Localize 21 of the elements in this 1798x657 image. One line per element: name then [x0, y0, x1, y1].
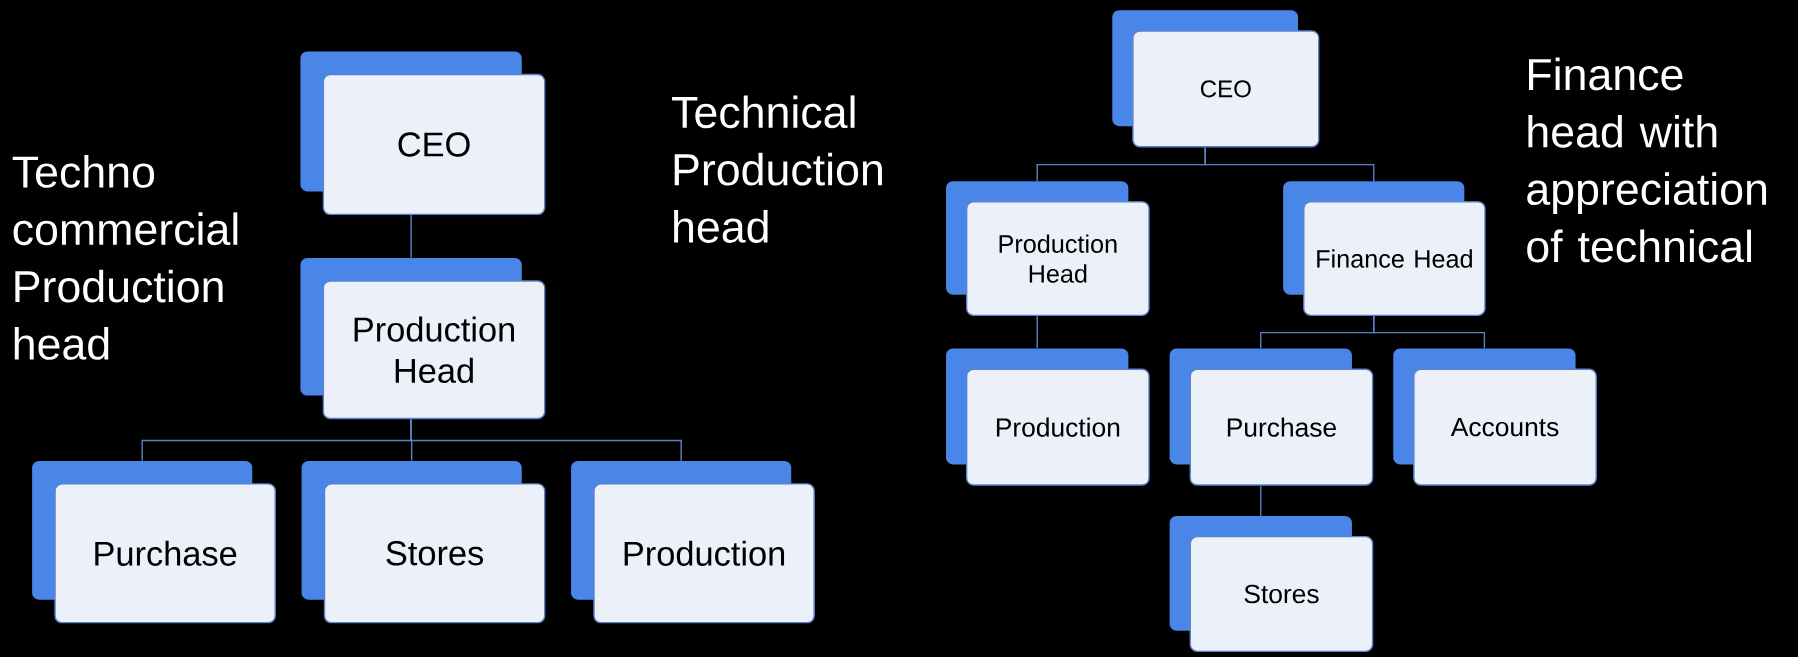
connector-line [1204, 146, 1375, 182]
side-note: Techno commercial Production head [12, 155, 238, 360]
org-box: Accounts [1393, 348, 1597, 486]
org-box: Stores [1169, 516, 1374, 652]
org-box: Production Head [946, 181, 1150, 316]
connector-line [410, 214, 412, 259]
org-box: Purchase [1169, 348, 1374, 486]
side-note: Technical Production head [672, 95, 882, 243]
org-box: Finance Head [1283, 181, 1486, 316]
connector-line [1260, 485, 1262, 517]
org-box: Production [571, 460, 815, 624]
org-box: CEO [300, 51, 546, 216]
org-box: Production [946, 348, 1150, 486]
org-box: Purchase [32, 460, 276, 624]
connector-line [410, 418, 682, 462]
connector-line [1373, 315, 1486, 350]
org-box: CEO [1112, 10, 1320, 148]
org-box: Production Head [300, 258, 546, 420]
org-box: Stores [301, 460, 546, 624]
connector-line [1036, 315, 1038, 350]
side-note: Finance head with appreciation of technical [1527, 57, 1767, 263]
